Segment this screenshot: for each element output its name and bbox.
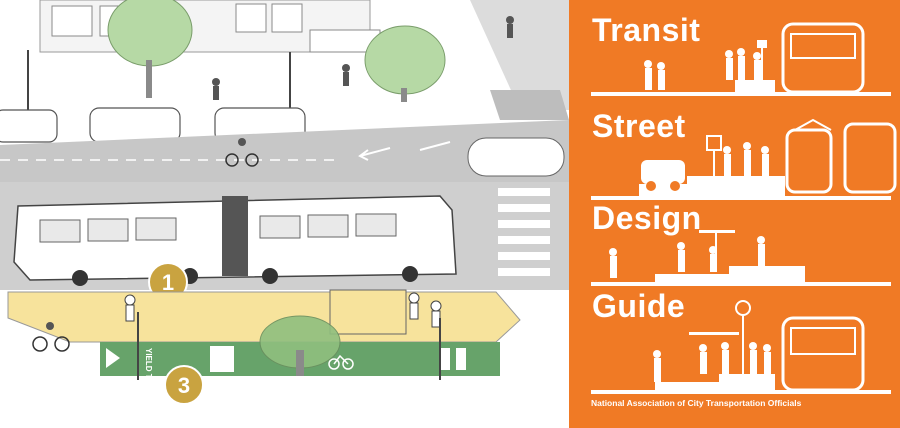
callout-3-label: 3 bbox=[178, 373, 190, 398]
row-design-silhouettes bbox=[591, 230, 891, 286]
row-transit-silhouettes bbox=[591, 22, 891, 96]
sidewalk-front bbox=[0, 376, 569, 428]
crossing-island bbox=[467, 137, 565, 177]
trees-back bbox=[107, 0, 446, 102]
callout-1-label: 1 bbox=[162, 270, 174, 295]
platform-pedestrians bbox=[124, 292, 442, 328]
tree-front bbox=[259, 315, 341, 390]
cover-silhouettes bbox=[591, 22, 897, 394]
building-corner bbox=[470, 0, 569, 110]
bus-shelter bbox=[329, 289, 407, 335]
pedestrians-back bbox=[212, 16, 514, 100]
bike-arrows-top bbox=[358, 141, 451, 161]
row-guide-silhouettes bbox=[591, 300, 891, 394]
cover-panel: Transit Street Design Guide National Ass… bbox=[569, 0, 900, 428]
callout-3: 3 bbox=[164, 365, 204, 405]
articulated-bus bbox=[13, 195, 457, 286]
publisher-name: National Association of City Transportat… bbox=[591, 398, 802, 408]
cyclist-front bbox=[32, 322, 70, 352]
roadway-top bbox=[0, 120, 569, 182]
bike-symbol bbox=[328, 354, 354, 370]
cyclist-top bbox=[225, 138, 259, 167]
title-word-design: Design bbox=[592, 200, 702, 236]
parked-cars bbox=[0, 107, 306, 143]
street-scene: 1 YIELD TO PEDS bbox=[0, 0, 569, 428]
stairs bbox=[490, 90, 569, 120]
title-word-street: Street bbox=[592, 108, 686, 144]
streetlights-front bbox=[137, 312, 441, 380]
title-word-guide: Guide bbox=[592, 288, 686, 324]
crosswalk-right bbox=[498, 188, 550, 276]
street-illustration: 1 YIELD TO PEDS bbox=[0, 0, 569, 428]
streetlights-back bbox=[27, 50, 291, 110]
row-street-silhouettes bbox=[591, 118, 897, 200]
bike-lane-markings bbox=[106, 346, 466, 372]
title-word-transit: Transit bbox=[592, 12, 701, 48]
